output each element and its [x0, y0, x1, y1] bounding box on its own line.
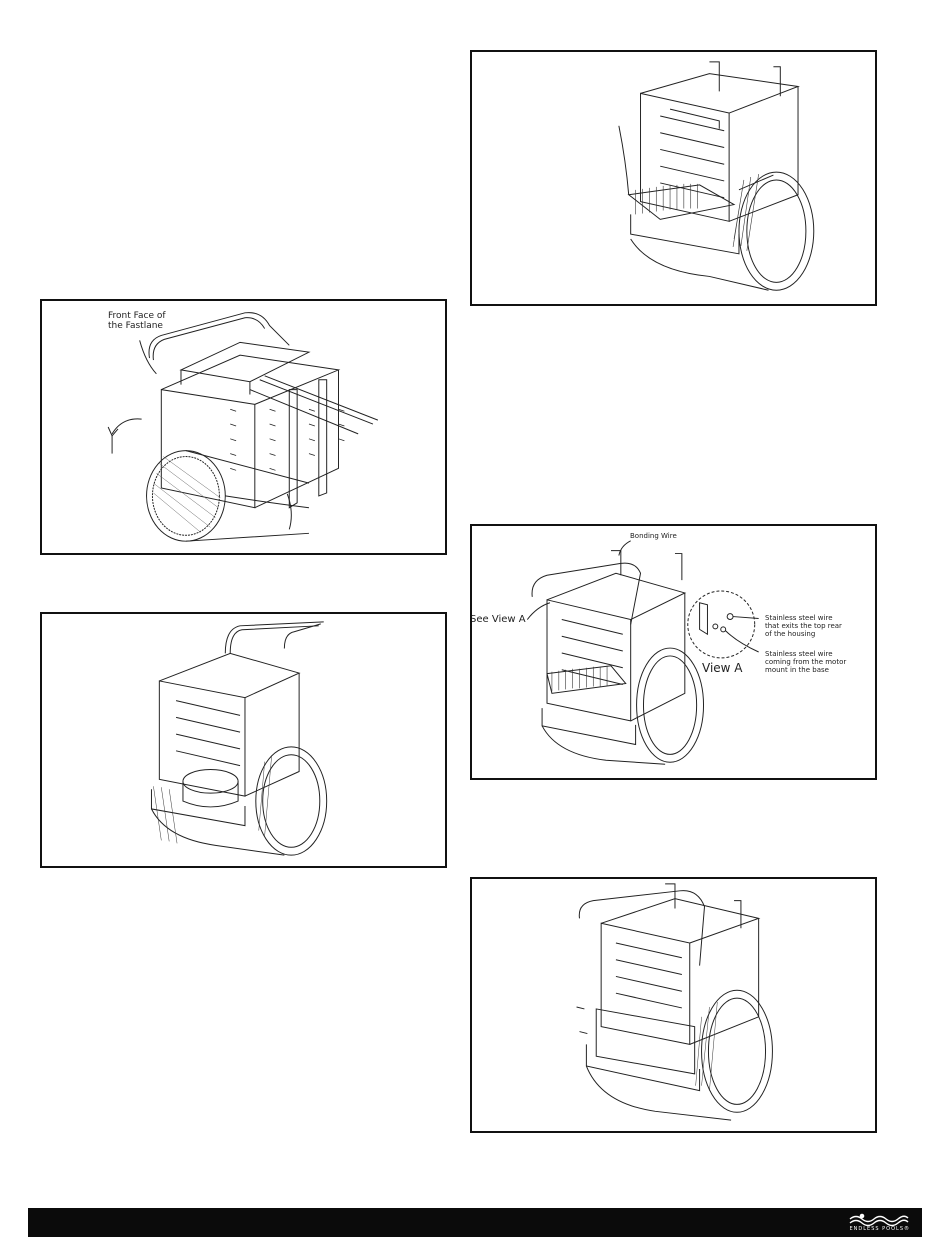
see-view-label: See View A [470, 614, 526, 626]
footer-bar: ENDLESS POOLS® [28, 1208, 922, 1237]
front-face-label: Front Face of the Fastlane [108, 311, 166, 332]
figure-1-drawing [42, 301, 445, 553]
figure-2-drawing [472, 52, 875, 304]
wire-base-label-text: Stainless steel wire coming from the mot… [765, 650, 846, 674]
wire-top-label: Stainless steel wire that exits the top … [765, 614, 842, 638]
bonding-wire-label: Bonding Wire [630, 532, 677, 540]
wire-top-label-text: Stainless steel wire that exits the top … [765, 614, 842, 638]
figure-5-drawing [472, 879, 875, 1131]
logo-text: ENDLESS POOLS® [850, 1226, 910, 1232]
figure-1-exploded-assembly: Front Face of the Fastlane [40, 299, 447, 555]
figure-2-grille-installed [470, 50, 877, 306]
wire-base-label: Stainless steel wire coming from the mot… [765, 650, 846, 674]
figure-5-cover-plate [470, 877, 877, 1133]
figure-4-bonding-wire: Bonding Wire See View A View A Stainless… [470, 524, 877, 780]
view-a-label: View A [702, 662, 743, 676]
front-face-label-text: Front Face of the Fastlane [108, 311, 166, 331]
figure-3-drawing [42, 614, 445, 866]
figure-3-housing-assembled [40, 612, 447, 868]
